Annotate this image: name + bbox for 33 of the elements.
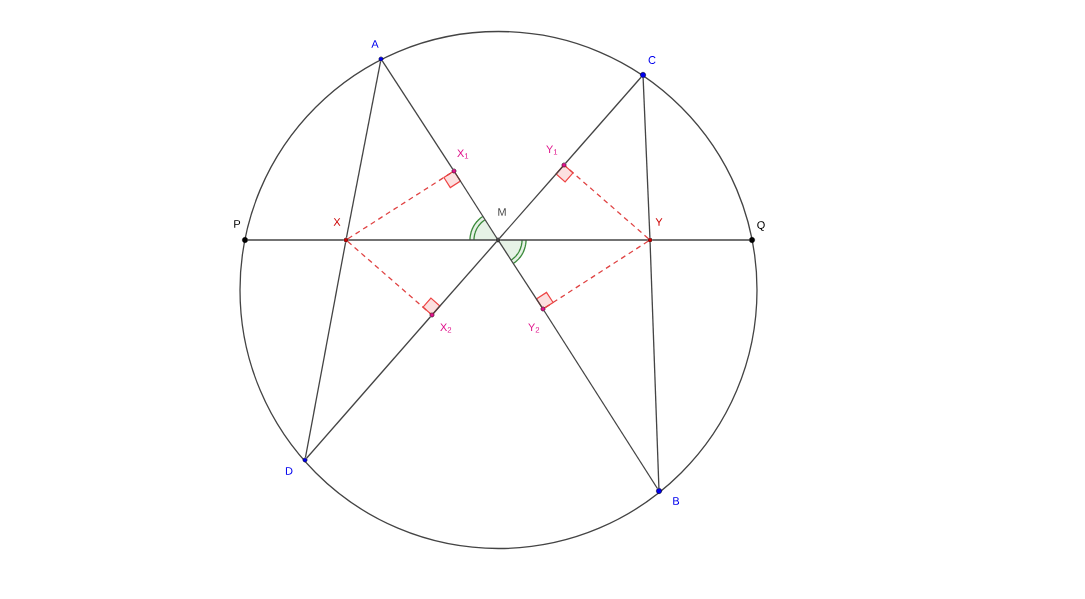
point-label: A: [371, 40, 379, 48]
point-label: C: [648, 56, 656, 64]
point-label: B: [673, 497, 680, 505]
line-segment: [347, 239, 497, 241]
line-segment: [651, 239, 750, 241]
line-segment: [454, 172, 498, 239]
line-segment: [381, 60, 454, 170]
point-label: Y$_{1}$: [546, 145, 558, 155]
point-label: X$_{1}$: [457, 149, 469, 159]
point-label: Q: [757, 221, 765, 231]
point-label: M: [498, 208, 506, 216]
line-segment: [345, 60, 382, 239]
point-label: D: [285, 467, 293, 475]
point-label: Y: [655, 218, 663, 226]
line-segment: [544, 240, 649, 309]
line-segment: [499, 239, 649, 241]
line-segment: [347, 240, 431, 315]
point-label: P: [234, 220, 241, 228]
point-label: X: [333, 218, 341, 226]
point-label: X$_{2}$: [440, 323, 452, 333]
line-segment: [432, 241, 498, 314]
line-segment: [565, 165, 649, 240]
line-segment: [498, 241, 543, 308]
line-segment: [649, 241, 660, 489]
line-segment: [304, 241, 347, 459]
line-segment: [498, 166, 564, 239]
line-segment: [347, 171, 453, 240]
line-segment: [642, 77, 651, 239]
line-segment: [305, 316, 432, 459]
line-segment: [564, 76, 642, 164]
point-label: Y$_{2}$: [528, 323, 540, 333]
line-segment: [247, 239, 345, 241]
line-segment: [543, 310, 659, 490]
